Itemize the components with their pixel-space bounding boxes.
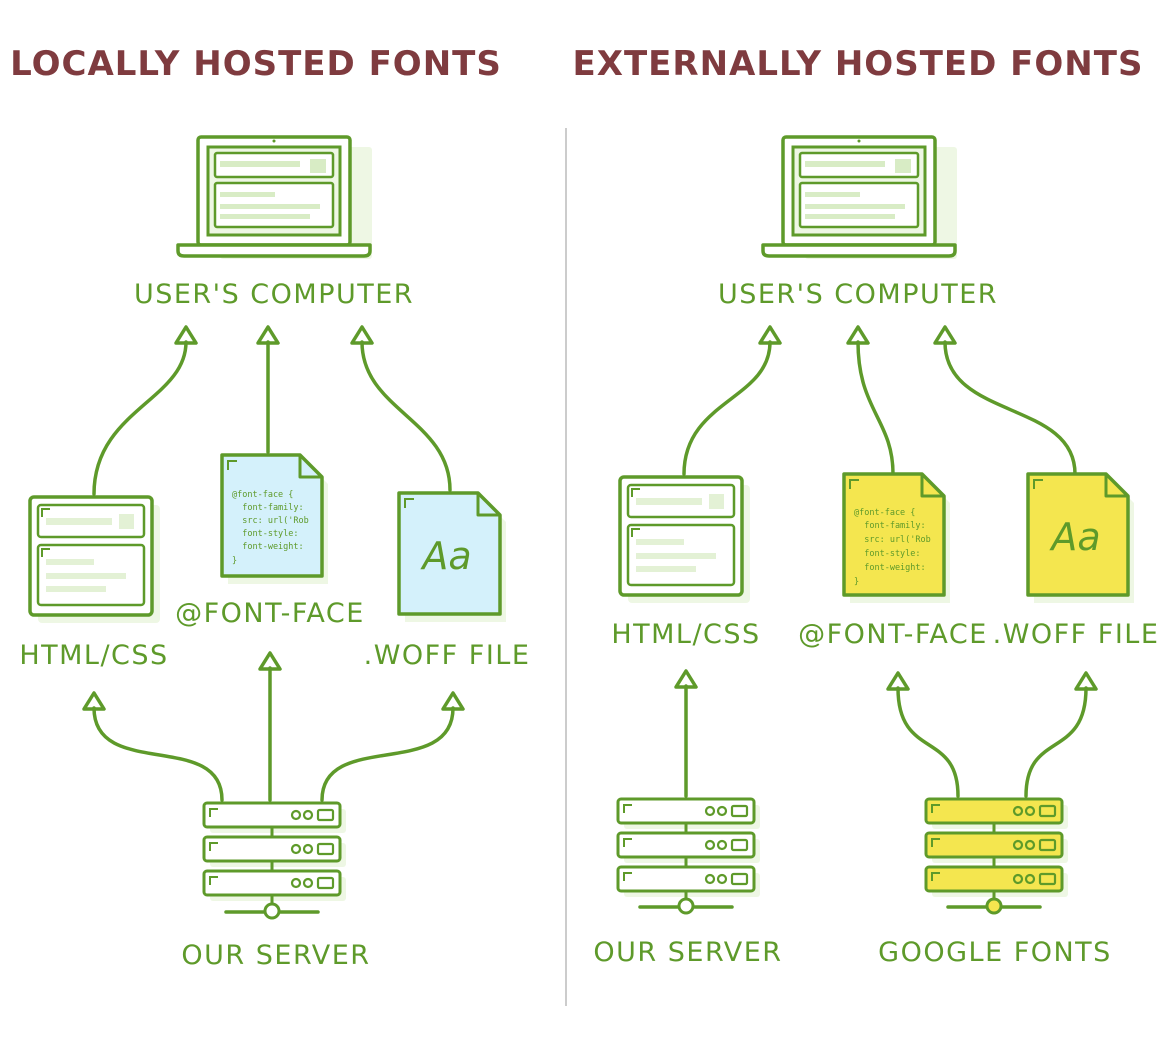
code-line: font-family: xyxy=(232,503,304,513)
code-line: font-family: xyxy=(854,521,926,531)
arrows-from-servers xyxy=(674,669,1098,798)
arrows-from-server xyxy=(82,651,465,802)
laptop-icon xyxy=(761,135,959,261)
left-panel: LOCALLY HOSTED FONTS USER'S COMPUTER HTM… xyxy=(10,44,531,971)
fontface-document-icon xyxy=(220,453,328,584)
code-line: src: url('Rob xyxy=(232,516,309,526)
woff-document-icon xyxy=(397,491,506,622)
arrow-server-to-woff xyxy=(320,706,455,802)
arrows-to-computer xyxy=(92,325,452,496)
arrow-html-to-computer xyxy=(682,340,772,476)
arrow-google-to-woff xyxy=(1024,686,1088,798)
arrow-google-to-fontface xyxy=(896,686,960,798)
google-fonts-server-icon xyxy=(924,797,1070,915)
arrow-woff-to-computer xyxy=(360,340,452,492)
users-computer-label: USER'S COMPUTER xyxy=(718,279,998,310)
html-css-window-icon xyxy=(28,495,162,625)
code-line: src: url('Rob xyxy=(854,535,931,545)
right-panel-title: EXTERNALLY HOSTED FONTS xyxy=(573,44,1144,84)
woff-file-label: .WOFF FILE xyxy=(993,619,1160,650)
fontface-label: @FONT-FACE xyxy=(175,598,365,629)
right-panel: EXTERNALLY HOSTED FONTS USER'S COMPUTER … xyxy=(573,44,1160,968)
fontface-label: @FONT-FACE xyxy=(798,619,988,650)
html-css-label: HTML/CSS xyxy=(19,640,168,671)
code-line: font-weight: xyxy=(854,563,926,573)
our-server-icon xyxy=(616,797,762,915)
code-line: } xyxy=(854,577,859,587)
arrow-html-to-computer xyxy=(92,340,188,496)
our-server-label: OUR SERVER xyxy=(593,937,782,968)
woff-file-label: .WOFF FILE xyxy=(364,640,531,671)
fontface-document-icon xyxy=(842,472,950,603)
code-line: font-style: xyxy=(232,529,299,539)
arrow-server-to-html xyxy=(92,706,224,802)
code-line: @font-face { xyxy=(854,508,915,518)
laptop-icon xyxy=(176,135,374,261)
code-line: } xyxy=(232,556,237,566)
arrow-woff-to-computer xyxy=(943,340,1077,476)
woff-document-icon xyxy=(1026,472,1134,603)
our-server-label: OUR SERVER xyxy=(181,940,370,971)
html-css-window-icon xyxy=(618,475,752,605)
html-css-label: HTML/CSS xyxy=(611,619,760,650)
code-line: font-style: xyxy=(854,549,921,559)
code-line: @font-face { xyxy=(232,490,293,500)
arrow-fontface-to-computer xyxy=(856,340,895,476)
font-sample-glyph: Aa xyxy=(419,534,471,578)
left-panel-title: LOCALLY HOSTED FONTS xyxy=(10,44,502,84)
google-fonts-label: GOOGLE FONTS xyxy=(878,937,1112,968)
our-server-icon xyxy=(202,801,348,920)
users-computer-label: USER'S COMPUTER xyxy=(134,279,414,310)
fontface-code: @font-face { font-family: src: url('Rob … xyxy=(854,508,931,587)
font-sample-glyph: Aa xyxy=(1048,515,1100,559)
arrows-to-computer xyxy=(682,325,1077,476)
fontface-code: @font-face { font-family: src: url('Rob … xyxy=(232,490,309,566)
code-line: font-weight: xyxy=(232,542,304,552)
